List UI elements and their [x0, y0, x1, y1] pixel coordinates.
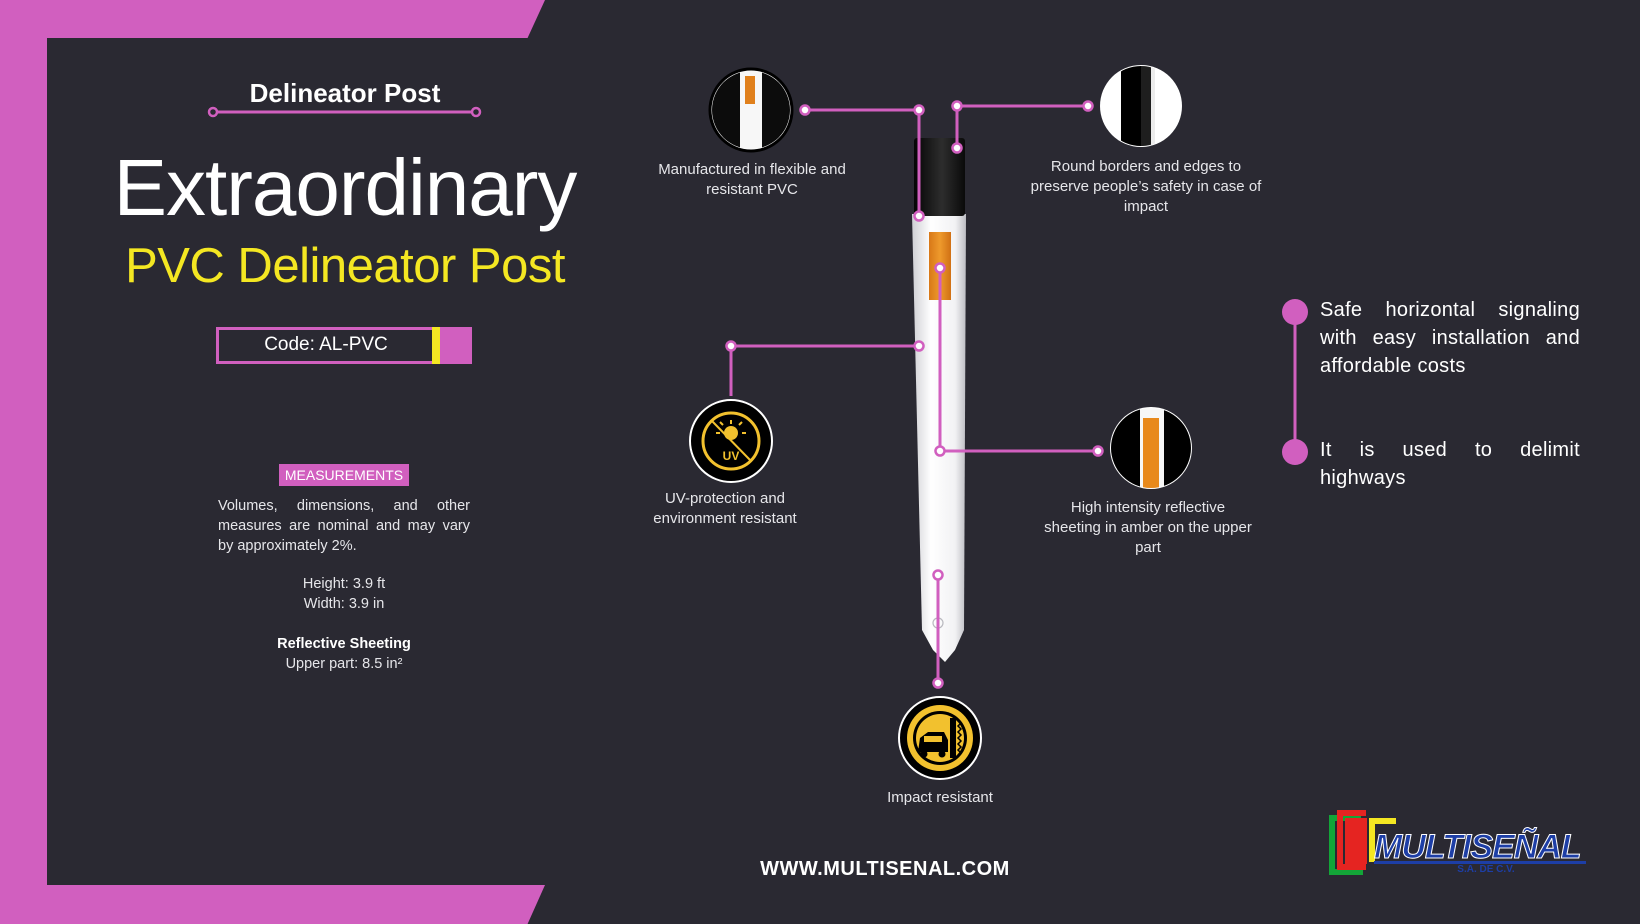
website-url[interactable]: WWW.MULTISENAL.COM [760, 858, 1010, 880]
feature-pvc-caption: Manufactured in flexible and resistant P… [658, 161, 846, 198]
product-category: Delineator Post [249, 78, 441, 108]
subtitle-underline [207, 106, 482, 118]
code-box-pink-tab [440, 327, 472, 364]
frame-left-bar [0, 0, 47, 924]
pvc-detail-icon [708, 67, 794, 153]
impact-resistant-icon [898, 696, 982, 780]
feature-uv-caption: UV-protection and environment resistant [653, 490, 797, 527]
page-title: Extraordinary [113, 143, 578, 232]
feature-impact-caption: Impact resistant [887, 789, 993, 806]
multisenal-logo: MULTISEÑAL S.A. DE C.V. [1329, 810, 1586, 875]
sheeting-label: Reflective Sheeting [277, 636, 411, 652]
product-name: PVC Delineator Post [125, 239, 565, 293]
feature-borders-caption: Round borders and edges to preserve peop… [1030, 158, 1262, 215]
round-border-icon [1100, 65, 1182, 147]
bullet-item-1: Safe horizontal signaling with easy inst… [1320, 299, 1580, 377]
uv-badge-text: UV [723, 449, 740, 463]
bullet-item-2: It is used to delimit highways [1320, 439, 1580, 489]
connector-nodes [725, 100, 1104, 689]
frame-top-bar [0, 0, 545, 38]
logo-name: MULTISEÑAL [1374, 828, 1581, 866]
reflective-sheeting-icon [1110, 407, 1192, 489]
frame-bottom-bar [0, 885, 545, 924]
product-code: Code: AL-PVC [264, 334, 388, 355]
code-box-yellow-stripe [432, 327, 440, 364]
uv-protection-icon: UV [689, 399, 773, 483]
bullet-connector [1282, 299, 1308, 465]
feature-reflective-caption: High intensity reflective sheeting in am… [1044, 499, 1252, 556]
measurements-label: MEASUREMENTS [279, 464, 409, 486]
logo-subtitle: S.A. DE C.V. [1457, 864, 1515, 875]
height-value: Height: 3.9 ft [302, 576, 386, 592]
sheeting-value: Upper part: 8.5 in² [285, 656, 403, 672]
measurements-note: Volumes, dimensions, and other measures … [218, 498, 470, 554]
width-value: Width: 3.9 in [303, 596, 385, 612]
